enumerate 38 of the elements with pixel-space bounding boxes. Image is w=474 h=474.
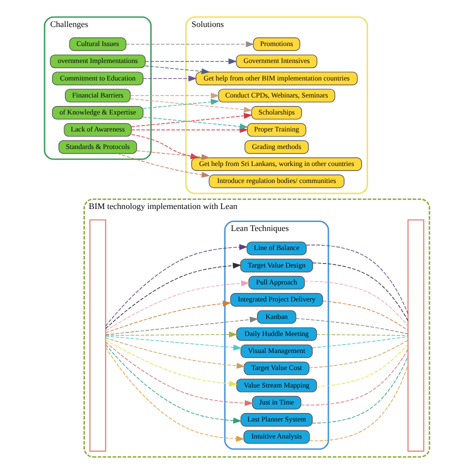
connector [300,349,408,406]
arrow [105,300,232,334]
arrow [105,340,238,387]
arrow [105,262,242,329]
arrow [105,280,250,332]
connector [312,356,408,424]
arrow [117,153,210,178]
arrow [105,331,238,338]
connector [312,336,408,348]
connector [308,340,408,368]
arrow [142,116,248,130]
connector [322,300,408,331]
arrow [130,98,252,113]
arrow [105,336,242,350]
arrow [142,98,220,109]
arrow [105,347,245,442]
connector [304,280,408,326]
arrow [105,342,254,406]
connector [316,334,408,336]
connector [309,364,408,442]
connector [316,344,408,387]
connector [306,244,408,314]
arrow [142,75,197,82]
arrow [126,41,254,48]
arrow [131,134,200,160]
arrow [105,316,258,336]
node-box [407,219,424,452]
arrow [136,150,210,160]
arrow [144,66,210,74]
node-box [89,219,106,452]
connector [296,318,408,334]
arrow [144,58,238,64]
arrow [131,112,252,128]
arrow [105,244,248,326]
arrow [105,344,242,424]
arrow [105,338,246,369]
arrow [130,92,220,99]
connector [312,262,408,322]
